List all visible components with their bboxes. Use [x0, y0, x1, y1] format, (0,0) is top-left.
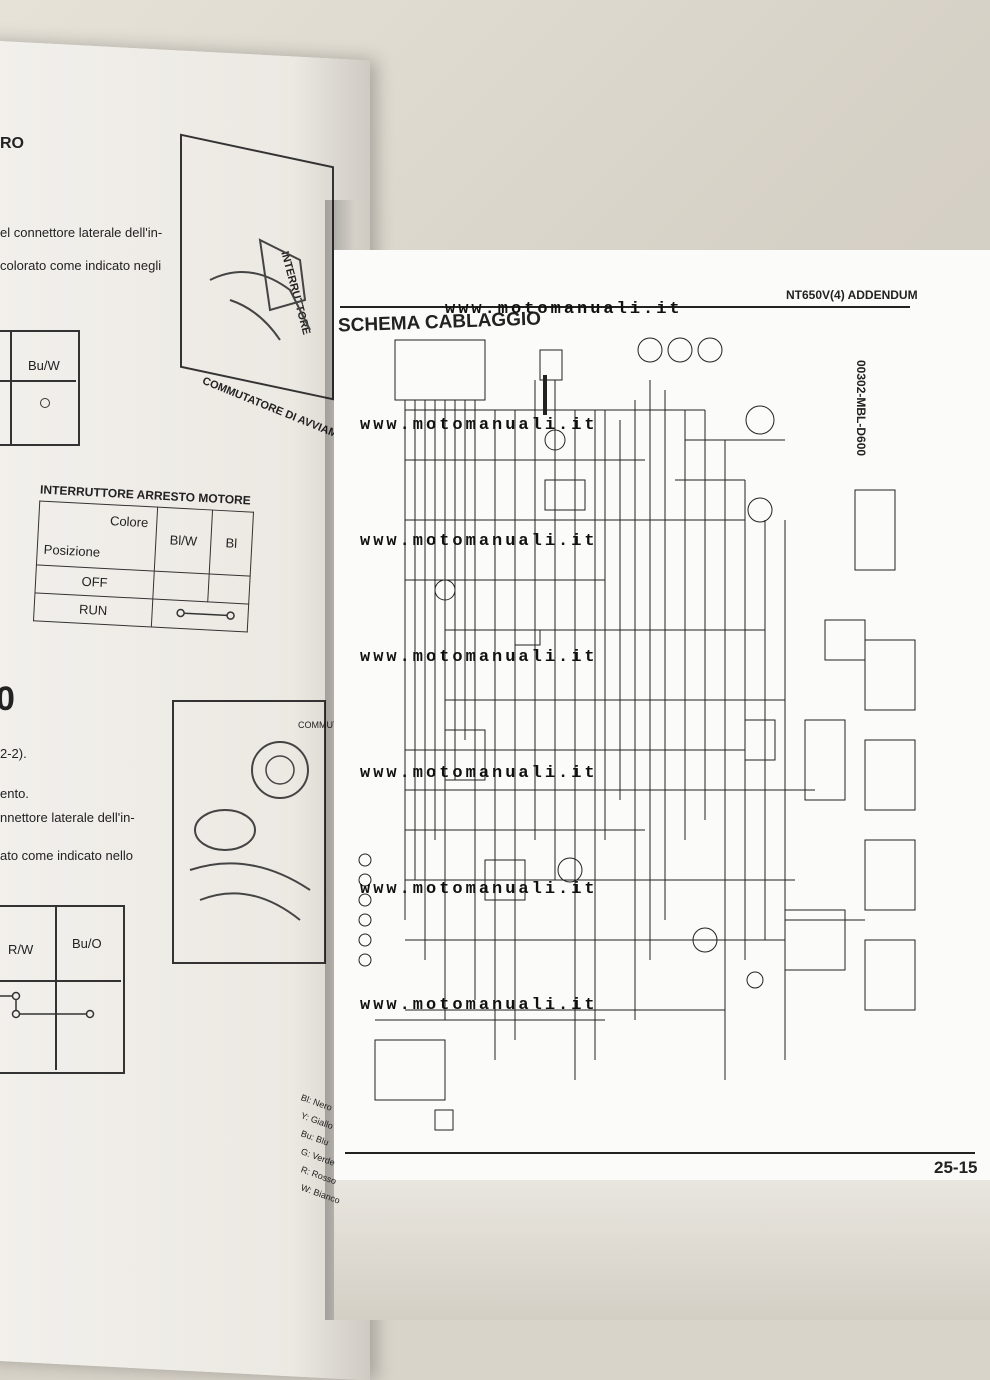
- colore-label: Colore: [109, 513, 149, 531]
- color-table-2: [0, 905, 125, 1074]
- footer-rule: [345, 1152, 975, 1154]
- watermark: www.motomanuali.it: [360, 764, 598, 783]
- page-stack-edge: [334, 1180, 990, 1320]
- table-divider: [55, 905, 57, 1070]
- table-header: Bu/O: [72, 936, 102, 951]
- watermark: www.motomanuali.it: [360, 648, 598, 667]
- watermark: www.motomanuali.it: [360, 532, 598, 551]
- right-page: [334, 250, 990, 1280]
- table-divider: [10, 330, 12, 444]
- color-table-1: [0, 330, 80, 446]
- connection-lines: [0, 991, 95, 1019]
- dashboard-illustration-box: [172, 700, 326, 964]
- dashboard-illustration: [189, 741, 311, 921]
- text-line: ato come indicato nello: [0, 848, 133, 863]
- text-line: nnettore laterale dell'in-: [0, 810, 135, 825]
- text-line: ento.: [0, 786, 29, 801]
- column-header: Bl/W: [154, 507, 213, 574]
- connection-line: [176, 608, 235, 620]
- table-divider: [0, 380, 76, 382]
- watermark: www.motomanuali.it: [360, 416, 598, 435]
- watermark: www.motomanuali.it: [360, 996, 598, 1015]
- table-header: Bu/W: [28, 358, 60, 373]
- page-header: NT650V(4) ADDENDUM: [786, 288, 918, 302]
- stop-switch-table: Colore Posizione Bl/W Bl OFF RUN: [33, 500, 254, 633]
- posizione-label: Posizione: [43, 541, 101, 560]
- column-header: Bl: [209, 510, 254, 577]
- table-header: R/W: [8, 942, 34, 957]
- heading-fragment: RO: [0, 135, 24, 152]
- text-line: colorato come indicato negli: [0, 258, 162, 273]
- header-rule: [340, 306, 910, 308]
- reference-text: 2-2).: [0, 746, 27, 761]
- table-divider: [0, 980, 121, 982]
- text-line: el connettore laterale dell'in-: [0, 225, 163, 240]
- wiring-diagram: [358, 337, 916, 1131]
- page-number: 25-15: [934, 1158, 978, 1177]
- handlebar-illustration: [209, 238, 311, 341]
- section-number: 0: [0, 680, 15, 718]
- row-label: RUN: [33, 592, 153, 627]
- connection-dot: [40, 398, 50, 408]
- watermark: www.motomanuali.it: [360, 880, 598, 899]
- color-legend: Bl: Nero Y: Giallo Bu: Blu G: Verde R: R…: [300, 1092, 342, 1205]
- watermark: www.motomanuali.it: [445, 300, 683, 319]
